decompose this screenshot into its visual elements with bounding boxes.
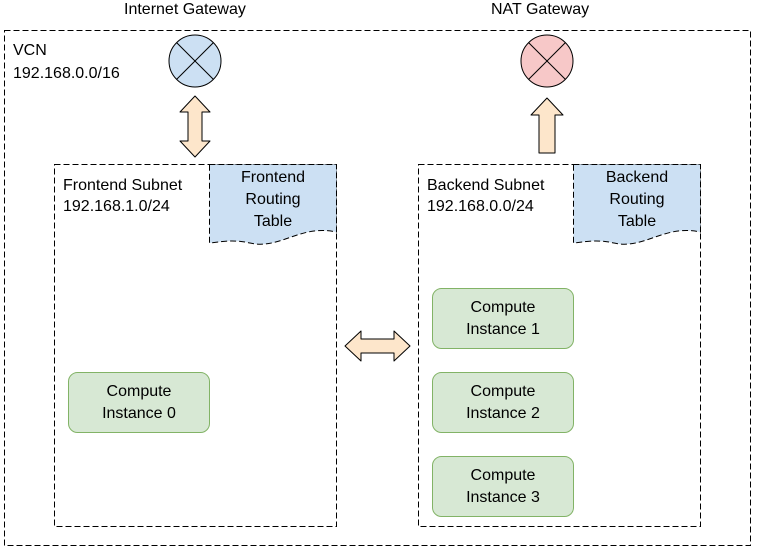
- compute-instance-3-box: [432, 456, 574, 517]
- nat-gateway-icon: [520, 34, 574, 88]
- subnet-double-arrow-icon: [344, 330, 411, 362]
- frontend-subnet-name: Frontend Subnet: [63, 177, 183, 194]
- backend-subnet-boundary: [418, 164, 701, 527]
- compute-instance-2-label: Compute Instance 2: [466, 383, 540, 422]
- vcn-cidr: 192.168.0.0/16: [13, 65, 120, 82]
- frontend-subnet-boundary: [54, 164, 337, 527]
- backend-routing-table-label: Backend Routing Table: [605, 169, 669, 230]
- compute-instance-3-label: Compute Instance 3: [466, 467, 540, 506]
- internet-gateway-label: Internet Gateway: [124, 1, 246, 18]
- vcn-boundary: [4, 30, 751, 546]
- igw-double-arrow-icon: [179, 95, 211, 158]
- compute-instance-0-label: Compute Instance 0: [102, 383, 176, 422]
- compute-instance-1-box: [432, 288, 574, 349]
- internet-gateway-icon: [168, 34, 222, 88]
- compute-instance-0-box: [68, 372, 210, 433]
- frontend-routing-table-shape: [209, 164, 337, 245]
- nat-gateway-label: NAT Gateway: [491, 1, 590, 18]
- compute-instance-1-label: Compute Instance 1: [466, 299, 540, 338]
- frontend-subnet-cidr: 192.168.1.0/24: [63, 198, 170, 215]
- vcn-name: VCN: [13, 42, 47, 59]
- compute-instance-2-box: [432, 372, 574, 433]
- frontend-routing-table-label: Frontend Routing Table: [240, 169, 306, 230]
- backend-routing-table-shape: [573, 164, 701, 245]
- nat-up-arrow-icon: [530, 97, 564, 154]
- backend-subnet-cidr: 192.168.0.0/24: [427, 198, 534, 215]
- backend-subnet-name: Backend Subnet: [427, 177, 545, 194]
